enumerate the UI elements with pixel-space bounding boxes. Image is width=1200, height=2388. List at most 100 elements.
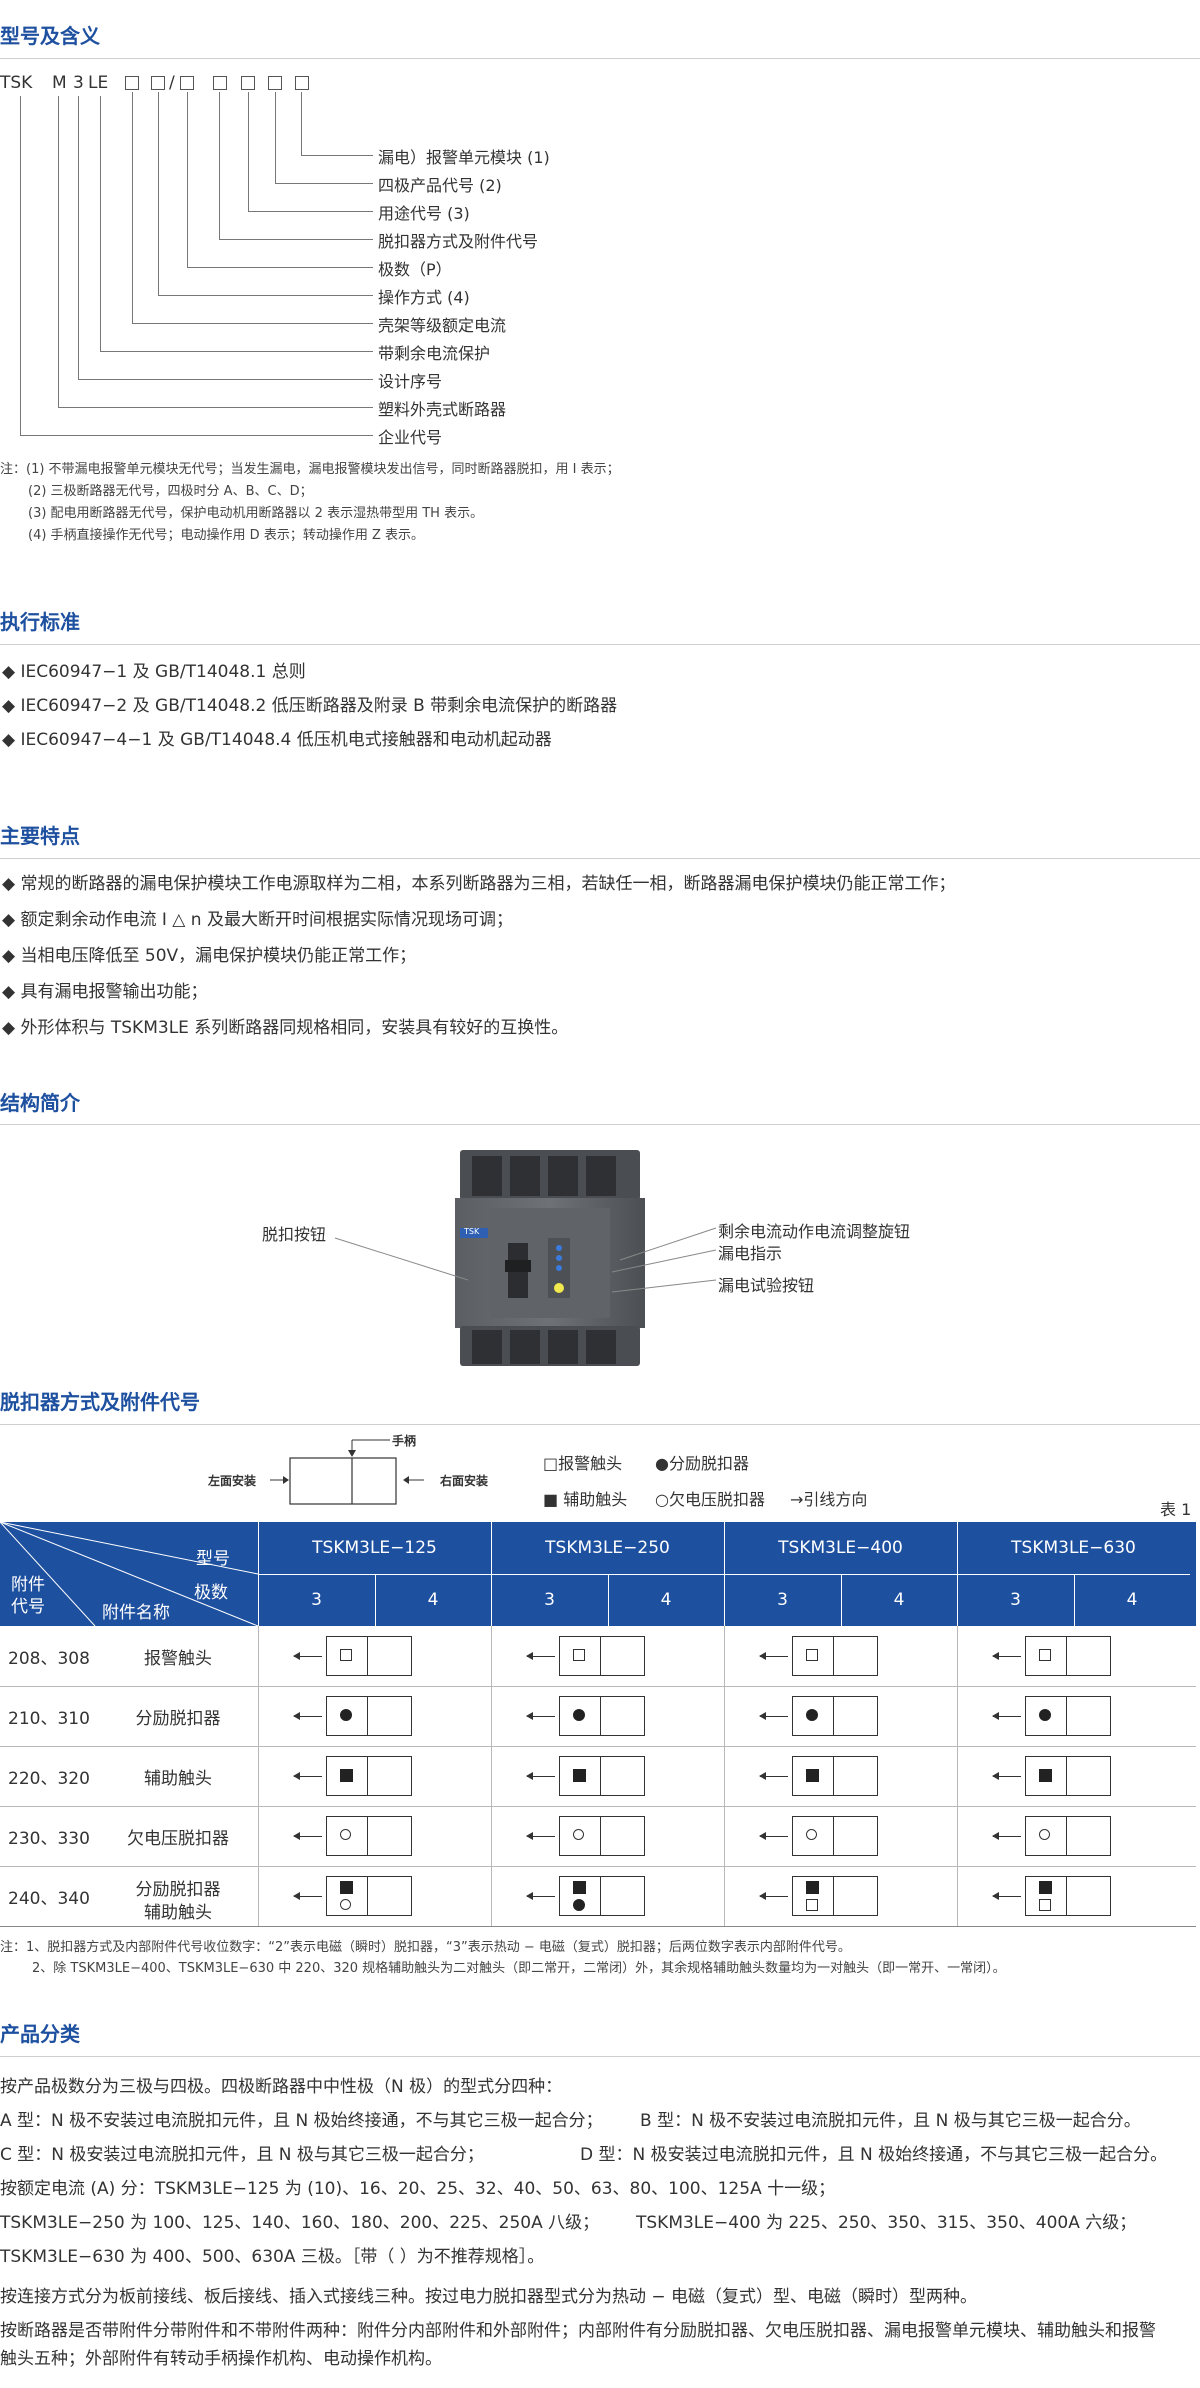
row-name-cell: 分励脱扣器 辅助触头 <box>98 1866 258 1926</box>
lead-arrow <box>527 1776 555 1777</box>
right-slot <box>600 1816 645 1856</box>
breaker-image <box>455 1150 645 1366</box>
feature-item: ◆ 外形体积与 TSKM3LE 系列断路器同规格相同，安装具有较好的互换性。 <box>2 1018 569 1038</box>
aux-contact-symbol <box>1039 1881 1052 1894</box>
left-slot <box>559 1636 601 1676</box>
section-title-release: 脱扣器方式及附件代号 <box>0 1390 200 1414</box>
lead-arrow <box>294 1776 322 1777</box>
class-line: TSKM3LE−630 为 400、500、630A 三极。［带（ ）为不推荐规… <box>0 2247 545 2267</box>
accessory-position-box <box>992 1876 1111 1916</box>
section-divider <box>0 1124 1200 1125</box>
model-note: (4) 手柄直接操作无代号；电动操作用 D 表示；转动操作用 Z 表示。 <box>28 528 424 543</box>
mount-diagram <box>270 1439 424 1505</box>
legend-right-mount: 右面安装 <box>440 1474 489 1488</box>
code-label-residual: 带剩余电流保护 <box>378 344 491 363</box>
undervoltage-symbol <box>340 1829 351 1840</box>
left-slot <box>326 1636 368 1676</box>
right-slot <box>600 1636 645 1676</box>
device-brand: TSK <box>464 1227 480 1236</box>
lead-arrow-icon <box>992 1772 999 1780</box>
lead-arrow <box>527 1896 555 1897</box>
right-slot <box>367 1696 412 1736</box>
class-line: B 型：N 极不安装过电流脱扣元件，且 N 极与其它三极一起合分。 <box>640 2111 1141 2131</box>
alarm-contact-symbol <box>573 1649 585 1661</box>
code-slot <box>295 76 309 90</box>
section-title-standards: 执行标准 <box>0 610 80 634</box>
accessory-position-box <box>759 1816 878 1856</box>
accessory-position-box <box>992 1696 1111 1736</box>
standard-item: ◆ IEC60947−2 及 GB/T14048.2 低压断路器及附录 B 带剩… <box>2 696 618 716</box>
code-label-mccb: 塑料外壳式断路器 <box>378 400 507 419</box>
lead-arrow-icon <box>293 1892 300 1900</box>
left-slot <box>326 1816 368 1856</box>
section-divider <box>0 858 1200 859</box>
lead-arrow <box>993 1776 1021 1777</box>
right-slot <box>833 1696 878 1736</box>
code-slot <box>180 76 194 90</box>
accessory-position-box <box>526 1636 645 1676</box>
th-model: 型号 <box>196 1549 230 1569</box>
undervoltage-symbol <box>573 1829 584 1840</box>
code-slot <box>213 76 227 90</box>
left-slot <box>559 1816 601 1856</box>
code-prefix-m: M <box>52 73 67 93</box>
th-pole: 3 <box>777 1590 788 1610</box>
class-line: 按额定电流 (A) 分：TSKM3LE−125 为 (10)、16、20、25、… <box>0 2179 836 2199</box>
th-name: 附件名称 <box>102 1603 170 1623</box>
code-slot <box>268 76 282 90</box>
lead-arrow-icon <box>992 1652 999 1660</box>
lead-arrow <box>993 1716 1021 1717</box>
standard-item: ◆ IEC60947−1 及 GB/T14048.1 总则 <box>2 662 306 682</box>
right-slot <box>833 1816 878 1856</box>
row-name: 报警触头 <box>144 1648 212 1669</box>
left-slot <box>792 1876 834 1916</box>
accessory-position-box <box>526 1696 645 1736</box>
aux-contact-symbol <box>806 1769 819 1782</box>
alarm-contact-symbol <box>806 1899 818 1911</box>
code-label-poles: 极数（P） <box>378 260 452 279</box>
alarm-contact-symbol <box>340 1649 352 1661</box>
lead-arrow-icon <box>992 1712 999 1720</box>
legend-handle: 手柄 <box>392 1434 417 1448</box>
legend-undervoltage: ○欠电压脱扣器 <box>655 1490 765 1509</box>
feature-item: ◆ 具有漏电报警输出功能； <box>2 982 208 1002</box>
th-model-400: TSKM3LE−400 <box>778 1538 903 1558</box>
section-title-classification: 产品分类 <box>0 2022 80 2046</box>
lead-arrow-icon <box>759 1832 766 1840</box>
undervoltage-symbol <box>806 1829 817 1840</box>
accessory-position-box <box>293 1816 412 1856</box>
accessory-position-box <box>759 1636 878 1676</box>
left-slot <box>559 1756 601 1796</box>
code-slot <box>125 76 139 90</box>
lead-arrow-icon <box>293 1652 300 1660</box>
left-slot <box>792 1816 834 1856</box>
accessory-position-box <box>293 1696 412 1736</box>
callout-lines <box>334 1227 717 1293</box>
right-slot <box>367 1816 412 1856</box>
right-slot <box>600 1756 645 1796</box>
lead-arrow <box>294 1896 322 1897</box>
code-prefix-tsk: TSK <box>0 73 33 93</box>
accessory-position-box <box>759 1756 878 1796</box>
accessory-position-box <box>293 1756 412 1796</box>
corner-diagonals <box>0 1522 258 1626</box>
lead-arrow-icon <box>759 1652 766 1660</box>
aux-contact-symbol <box>1039 1769 1052 1782</box>
left-slot <box>326 1696 368 1736</box>
label-leak-indicator: 漏电指示 <box>718 1244 783 1263</box>
left-slot <box>792 1756 834 1796</box>
legend-left-mount: 左面安装 <box>208 1474 257 1488</box>
model-note: 注：(1) 不带漏电报警单元模块无代号；当发生漏电，漏电报警模块发出信号，同时断… <box>0 462 620 477</box>
right-slot <box>1066 1816 1111 1856</box>
left-slot <box>326 1876 368 1916</box>
class-line: 按连接方式分为板前接线、板后接线、插入式接线三种。按过电力脱扣器型式分为热动 −… <box>0 2287 978 2307</box>
shunt-release-symbol <box>806 1709 818 1721</box>
shunt-release-symbol <box>573 1899 585 1911</box>
left-slot <box>559 1696 601 1736</box>
lead-arrow-icon <box>293 1772 300 1780</box>
lead-arrow <box>294 1656 322 1657</box>
shunt-release-symbol <box>1039 1709 1051 1721</box>
label-trip-button: 脱扣按钮 <box>262 1225 327 1244</box>
section-divider <box>0 58 1200 59</box>
aux-contact-symbol <box>806 1881 819 1894</box>
